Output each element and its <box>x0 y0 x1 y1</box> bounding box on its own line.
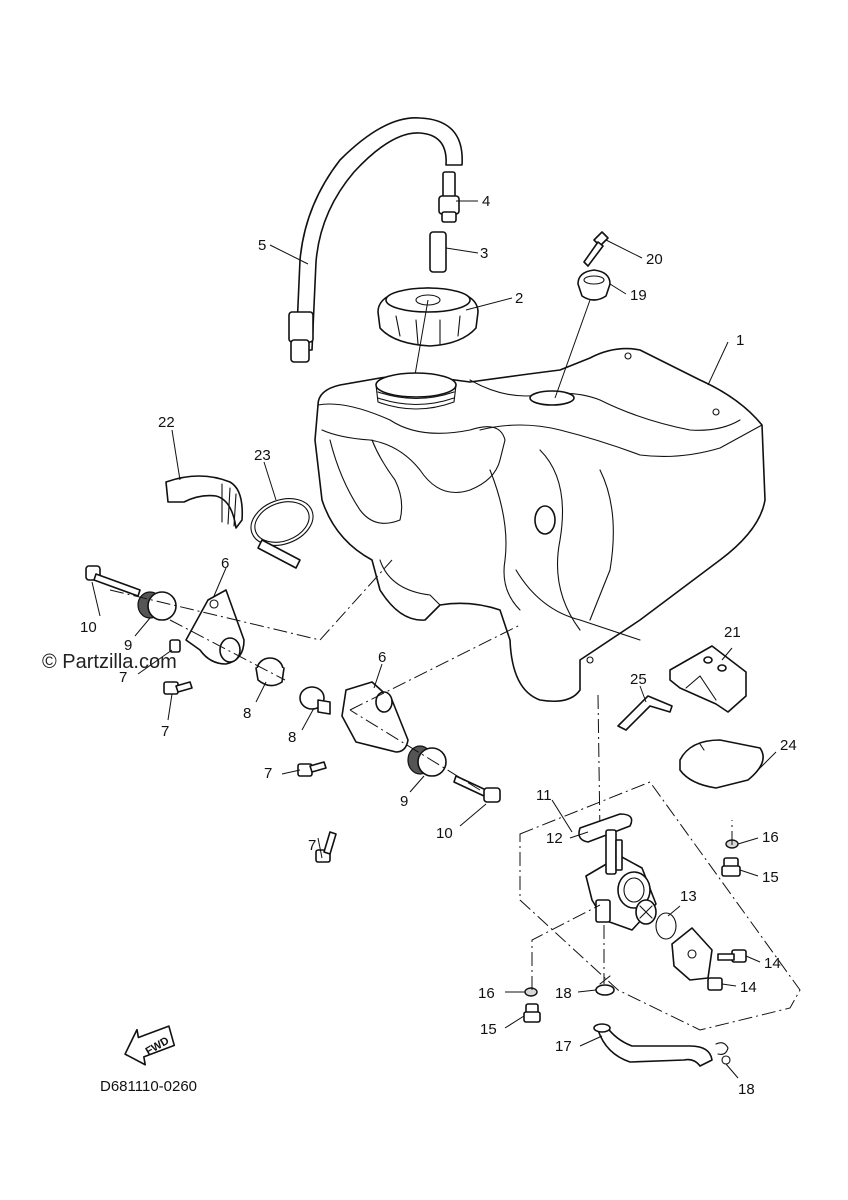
left-damper-part[interactable] <box>137 591 177 621</box>
callout-16-right: 16 <box>762 829 779 846</box>
tank-cover-part[interactable] <box>165 475 244 529</box>
callout-19: 19 <box>630 287 647 304</box>
leader-lines <box>91 200 777 1079</box>
callout-8-right: 8 <box>288 729 296 746</box>
callout-14-b: 14 <box>740 979 757 996</box>
watermark-text: © Partzilla.com <box>42 651 177 673</box>
callout-22: 22 <box>158 414 175 431</box>
lever-screw-a-part[interactable] <box>717 949 747 963</box>
callout-4: 4 <box>482 193 490 210</box>
guard-part[interactable] <box>679 739 764 789</box>
breather-fitting-part[interactable] <box>438 171 460 223</box>
tank-collar-part[interactable] <box>554 269 611 399</box>
callout-17: 17 <box>555 1038 572 1055</box>
callout-7-a: 7 <box>119 669 127 686</box>
left-long-bolt-part[interactable] <box>85 565 141 597</box>
left-collar-part[interactable] <box>255 657 285 687</box>
callout-8-left: 8 <box>243 705 251 722</box>
callout-11: 11 <box>536 787 552 804</box>
hose-clip-upper-part[interactable] <box>595 975 615 996</box>
forward-arrow-icon: FWD <box>124 1025 176 1066</box>
callout-23: 23 <box>254 447 271 464</box>
callout-18-lower: 18 <box>738 1081 755 1098</box>
lever-screw-b-part[interactable] <box>707 977 723 991</box>
o-ring-part[interactable] <box>655 912 677 940</box>
callout-10-right: 10 <box>436 825 453 842</box>
fuel-cap-part[interactable] <box>377 287 479 376</box>
callout-labels: 1 2 3 4 5 6 6 7 7 7 7 8 8 9 9 10 10 11 1… <box>80 193 797 1098</box>
left-small-bolt-b-part[interactable] <box>163 681 193 695</box>
callout-15-right: 15 <box>762 869 779 886</box>
callout-7-d: 7 <box>308 837 316 854</box>
right-damper-part[interactable] <box>407 745 447 777</box>
washer-left-part[interactable] <box>524 987 538 997</box>
callout-9-left: 9 <box>124 637 132 654</box>
bolt-left-part[interactable] <box>523 1003 541 1023</box>
hose-clip-lower-part[interactable] <box>715 1042 731 1065</box>
callout-6-right: 6 <box>378 649 386 666</box>
vent-hose-part[interactable] <box>288 117 463 363</box>
right-mount-bracket-part[interactable] <box>341 681 409 753</box>
callout-20: 20 <box>646 251 663 268</box>
right-small-bolt-a-part[interactable] <box>297 761 327 777</box>
diagram-code: D681110-0260 <box>100 1078 197 1095</box>
callout-14-a: 14 <box>764 955 781 972</box>
tank-bolt-part[interactable] <box>583 231 609 267</box>
bolt-right-part[interactable] <box>721 857 741 877</box>
callout-21: 21 <box>724 624 741 641</box>
callout-6-left: 6 <box>221 555 229 572</box>
fuel-cock-lever-part[interactable] <box>671 927 713 981</box>
fuel-hose-part[interactable] <box>593 1023 713 1067</box>
right-small-bolt-b-part[interactable] <box>315 831 337 863</box>
callout-25: 25 <box>630 671 647 688</box>
callout-5: 5 <box>258 237 266 254</box>
fuel-tank-part[interactable] <box>314 347 766 703</box>
tank-band-part[interactable] <box>244 490 319 569</box>
plate-part[interactable] <box>617 695 673 731</box>
cover-bracket-part[interactable] <box>669 645 747 713</box>
fuel-filter-part[interactable] <box>635 899 657 925</box>
right-long-bolt-part[interactable] <box>453 775 501 803</box>
callout-10-left: 10 <box>80 619 97 636</box>
callout-7-b: 7 <box>161 723 169 740</box>
right-collar-part[interactable] <box>299 686 331 715</box>
callout-15-left: 15 <box>480 1021 497 1038</box>
callout-12: 12 <box>546 830 563 847</box>
callout-2: 2 <box>515 290 523 307</box>
left-small-bolt-a-part[interactable] <box>169 639 181 653</box>
callout-13: 13 <box>680 888 697 905</box>
callout-16-left: 16 <box>478 985 495 1002</box>
callout-18-upper: 18 <box>555 985 572 1002</box>
callout-3: 3 <box>480 245 488 262</box>
callout-24: 24 <box>780 737 797 754</box>
callout-1: 1 <box>736 332 744 349</box>
left-mount-bracket-part[interactable] <box>185 589 245 665</box>
callout-9-right: 9 <box>400 793 408 810</box>
callout-7-c: 7 <box>264 765 272 782</box>
breather-pipe-part[interactable] <box>429 231 447 273</box>
